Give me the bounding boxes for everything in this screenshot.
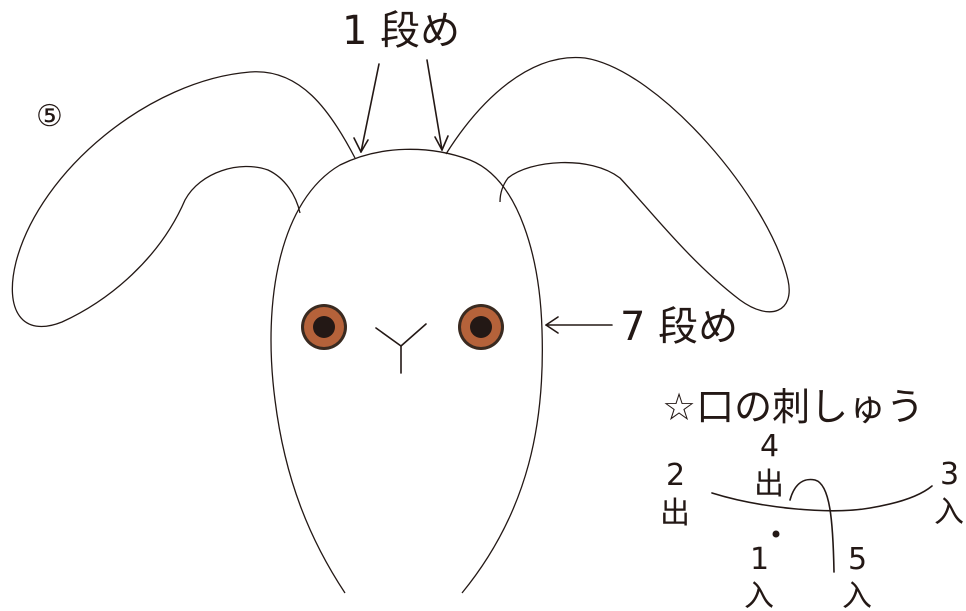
point-1-num: 1: [750, 542, 769, 577]
stitch-thread-main: [711, 485, 933, 512]
point-3-num: 3: [940, 457, 959, 492]
right-eye: [458, 304, 504, 350]
step-number: ⑤: [36, 99, 63, 134]
row1-arrows: [353, 59, 449, 153]
point-3-action: 入: [934, 495, 964, 530]
row7-arrow: [545, 316, 613, 334]
head-outline: [270, 148, 543, 594]
point-5-num: 5: [848, 542, 867, 577]
point-2-num: 2: [666, 458, 685, 493]
row7-label: 7 段め: [620, 304, 738, 350]
row1-label: 1 段め: [342, 8, 460, 54]
left-eye-pupil: [313, 316, 335, 338]
stitch-point-1: [772, 530, 780, 538]
point-1-action: 入: [744, 579, 774, 611]
point-4-action: 出: [754, 467, 784, 502]
point-4-num: 4: [760, 429, 779, 464]
left-ear: [11, 71, 356, 328]
left-eye: [301, 304, 347, 350]
point-2-action: 出: [660, 496, 690, 531]
stitch-thread-loop: [789, 478, 835, 573]
point-5-action: 入: [842, 579, 872, 611]
right-ear: [445, 56, 790, 313]
right-eye-pupil: [470, 316, 492, 338]
mouth-stitch: [375, 323, 427, 374]
stitch-guide: [711, 478, 933, 573]
mouth-embroidery-title: ☆口の刺しゅう: [662, 385, 924, 429]
